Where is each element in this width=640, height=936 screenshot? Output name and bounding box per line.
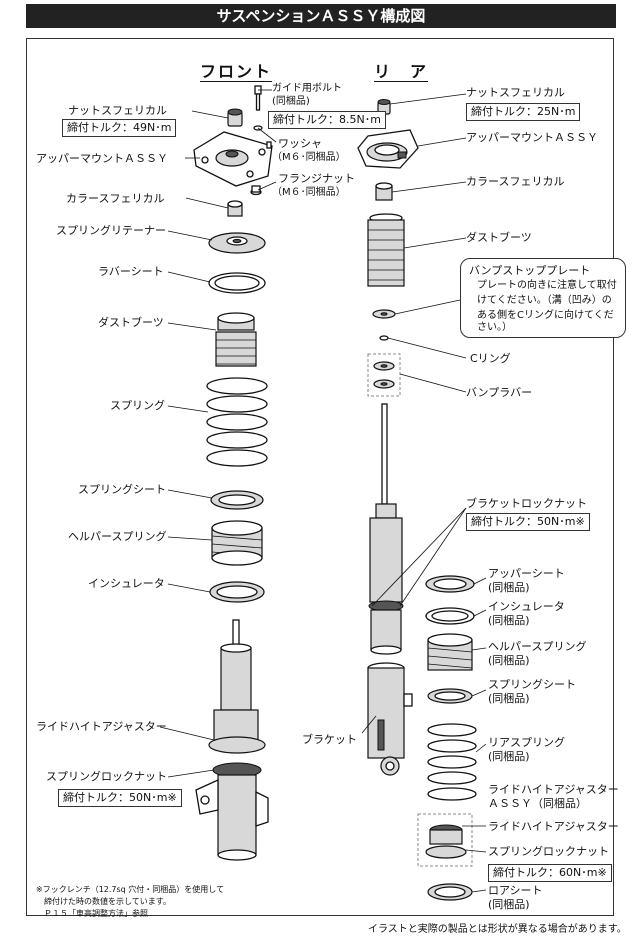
rear-ride-height-adjuster-label: ライドハイトアジャスター — [488, 820, 619, 833]
front-damper-drawing — [195, 619, 269, 861]
rear-spring-note: (同梱品) — [488, 750, 530, 763]
washer-note: （M６･同梱品） — [272, 152, 346, 163]
rear-insulator-label: インシュレータ — [488, 600, 565, 613]
rubber-seat-drawing — [208, 272, 266, 294]
disclaimer: イラストと実際の製品とは形状が異なる場合があります。 — [368, 924, 627, 935]
lower-seat-label: ロアシート — [488, 884, 543, 897]
rear-helper-spring-note: (同梱品) — [488, 654, 530, 667]
c-ring-label: Cリング — [470, 352, 511, 365]
guide-bolt-note: (同梱品) — [272, 96, 310, 107]
front-insulator-drawing — [209, 581, 265, 603]
rear-spring-drawing — [427, 723, 477, 801]
bracket-lock-nut-label: ブラケットロックナット — [466, 497, 587, 510]
bracket-label: ブラケット — [302, 733, 357, 746]
rear-nut-spherical-label: ナットスフェリカル — [466, 86, 565, 99]
front-spring-seat-label: スプリングシート — [78, 483, 166, 496]
rear-collar-label: カラースフェリカル — [466, 175, 565, 188]
front-spring-label: スプリング — [110, 399, 165, 412]
rear-heading: リ ア — [374, 62, 429, 81]
front-spring-lock-torque-box: 締付トルク：50N･m※ — [58, 789, 182, 807]
rubber-seat-label: ラバーシート — [98, 265, 164, 278]
guide-bolt-torque-box: 締付トルク：8.5N･m — [268, 111, 386, 129]
bump-stop-plate-drawing — [372, 309, 396, 319]
footnote-line: Ｐ１５「車高調整方法」参照 — [36, 909, 148, 918]
washer-label: ワッシャ — [278, 137, 322, 150]
rear-upper-mount-drawing — [357, 129, 419, 169]
front-spring-lock-nut-label: スプリングロックナット — [46, 770, 167, 783]
front-nut-spherical-label: ナットスフェリカル — [68, 104, 167, 117]
rear-collar-drawing — [375, 182, 393, 201]
rear-helper-spring-label: ヘルパースプリング — [488, 640, 587, 653]
rear-spring-lock-nut-label: スプリングロックナット — [488, 845, 609, 858]
front-upper-mount-drawing — [193, 131, 273, 187]
upper-seat-note: (同梱品) — [488, 581, 530, 594]
rear-spring-lock-torque-box: 締付トルク：60N･m※ — [488, 864, 612, 882]
lower-seat-drawing — [427, 883, 473, 901]
rear-upper-mount-label: アッパーマウントＡＳＳＹ — [466, 131, 598, 144]
rear-ride-height-adjuster-drawing — [417, 813, 473, 867]
front-spring-drawing — [206, 377, 268, 467]
bump-stop-plate-note-line: プレートの向きに注意して取付 — [477, 280, 617, 291]
diagram-frame — [26, 38, 614, 916]
rear-helper-spring-drawing — [427, 633, 473, 671]
front-heading: フロント — [200, 62, 273, 81]
front-ride-height-adjuster-label: ライドハイトアジャスター — [36, 720, 167, 733]
footnote-line: 締付けた時の数値を示しています。 — [36, 897, 171, 906]
rear-insulator-drawing — [425, 607, 475, 625]
front-dust-boot-drawing — [215, 312, 257, 367]
footnote: ※フックレンチ（12.7sq 穴付・同梱品）を使用して 締付けた時の数値を示して… — [36, 884, 224, 920]
bump-stop-plate-note-line: さい。） — [477, 322, 512, 333]
front-collar-label: カラースフェリカル — [66, 192, 165, 205]
flange-nut-label: フランジナット — [278, 172, 355, 185]
flange-nut-note: （M６･同梱品） — [272, 187, 346, 198]
guide-bolt-drawing — [253, 85, 263, 131]
rha-assy-label: ライドハイトアジャスター — [488, 783, 619, 796]
front-upper-mount-label: アッパーマウントＡＳＳＹ — [36, 152, 168, 165]
front-collar-drawing — [227, 200, 243, 217]
rear-spring-seat-note: (同梱品) — [488, 692, 530, 705]
bump-stop-plate-note-line: けてください。（溝（凹み）の — [477, 295, 612, 306]
spring-retainer-drawing — [208, 232, 266, 254]
front-helper-spring-drawing — [211, 520, 263, 566]
rear-dust-boot-label: ダストブーツ — [466, 231, 532, 244]
front-nut-spherical-drawing — [227, 108, 243, 127]
front-dust-boot-label: ダストブーツ — [98, 316, 164, 329]
bump-rubber-label: バンプラバー — [466, 386, 533, 399]
spring-retainer-label: スプリングリテーナー — [56, 224, 166, 237]
guide-bolt-label: ガイド用ボルト — [272, 83, 342, 94]
front-nut-torque-box: 締付トルク：49N･m — [62, 119, 177, 137]
flange-nut-drawing — [250, 185, 262, 196]
rear-spring-label: リアスプリング — [488, 736, 565, 749]
rear-parts — [357, 99, 477, 901]
leader-lines — [159, 89, 487, 893]
bracket-lock-torque-box: 締付トルク：50N･m※ — [466, 513, 590, 531]
rear-spring-seat-label: スプリングシート — [488, 678, 576, 691]
c-ring-drawing — [379, 335, 389, 341]
front-parts — [193, 85, 273, 861]
upper-seat-drawing — [425, 575, 475, 593]
rear-dust-boot-drawing — [367, 213, 405, 287]
bump-stop-plate-note-line: ある側をCリングに向けてくだ — [477, 310, 614, 321]
footnote-line: ※フックレンチ（12.7sq 穴付・同梱品）を使用して — [36, 885, 225, 894]
page-title: サスペンションＡＳＳＹ構成図 — [26, 4, 616, 28]
upper-seat-label: アッパーシート — [488, 567, 565, 580]
lower-seat-note: (同梱品) — [488, 898, 530, 911]
rha-assy-label-2: ＡＳＳＹ（同梱品） — [488, 797, 587, 810]
rear-bracket-drawing — [367, 662, 413, 776]
bump-stop-plate-title: バンプストッププレート — [469, 264, 591, 277]
rear-nut-torque-box: 締付トルク：25N･m — [466, 103, 581, 121]
rear-damper-drawing — [368, 403, 404, 655]
front-insulator-label: インシュレータ — [88, 577, 165, 590]
bump-rubber-drawing — [367, 353, 401, 397]
front-spring-seat-drawing — [210, 490, 264, 510]
front-helper-spring-label: ヘルパースプリング — [68, 530, 167, 543]
rear-insulator-note: (同梱品) — [488, 614, 530, 627]
rear-spring-seat-drawing — [427, 688, 473, 704]
bump-stop-plate-note-box: バンプストッププレート プレートの向きに注意して取付 けてください。（溝（凹み）… — [460, 258, 626, 338]
